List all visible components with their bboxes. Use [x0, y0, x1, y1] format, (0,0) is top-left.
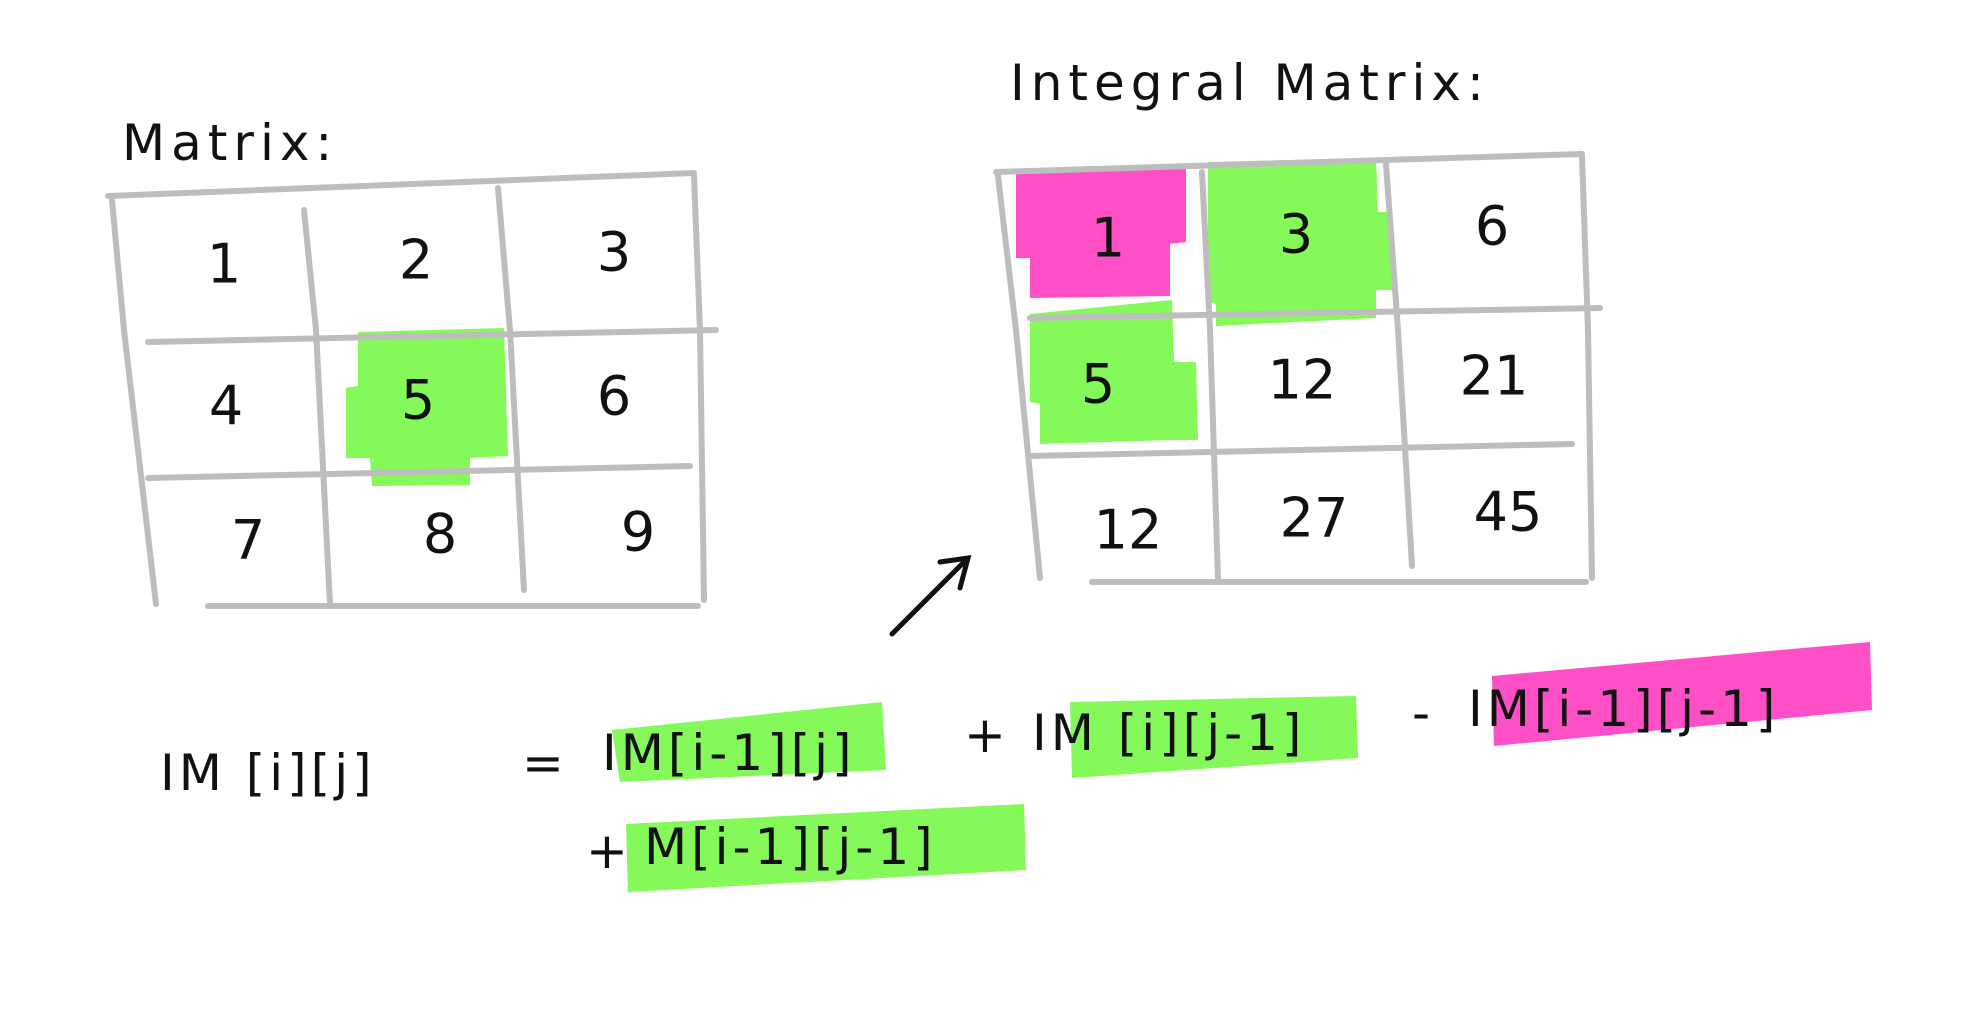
- matrix-cell: 1: [207, 233, 241, 296]
- matrix-grid-line: [145, 463, 693, 481]
- formula-term2: IM [i][j-1]: [1032, 704, 1305, 762]
- matrix-grid: [105, 170, 719, 609]
- integral-cell: 21: [1460, 345, 1529, 408]
- matrix-cell: 9: [621, 501, 655, 564]
- integral-grid-line: [995, 173, 1043, 581]
- matrix-cell: 4: [209, 375, 243, 438]
- integral-cell: 3: [1279, 203, 1313, 266]
- integral-cell: 27: [1280, 487, 1349, 550]
- formula-highlight-green: [1070, 696, 1358, 778]
- integral-cell: 12: [1094, 499, 1163, 562]
- formula-highlight-green: [612, 702, 886, 782]
- integral-grid-line: [1027, 441, 1575, 459]
- formula: IM [i][j] = IM[i-1][j] + IM [i][j-1] - I…: [160, 642, 1872, 892]
- integral-cell: 45: [1474, 481, 1543, 544]
- matrix-grid-line: [691, 173, 707, 603]
- integral-cell: 6: [1475, 195, 1509, 258]
- integral-highlight-green: [1208, 158, 1392, 326]
- formula-minus: -: [1412, 684, 1434, 742]
- integral-grid-line: [993, 151, 1585, 175]
- integral-grid-line: [1027, 305, 1603, 321]
- integral-matrix-title: Integral Matrix:: [1010, 54, 1490, 112]
- matrix-grid-line: [145, 327, 719, 345]
- formula-term3: IM[i-1][j-1]: [1468, 680, 1779, 738]
- matrix-cell: 3: [597, 221, 631, 284]
- matrix-cell: 7: [231, 509, 265, 572]
- matrix-grid-line: [105, 170, 697, 199]
- formula-plus1: +: [964, 706, 1010, 764]
- integral-highlight-pink: [1016, 166, 1186, 298]
- matrix-title: Matrix:: [122, 114, 338, 172]
- integral-grid-line: [1199, 169, 1221, 581]
- integral-cell: 12: [1268, 349, 1337, 412]
- integral-cell: 5: [1081, 353, 1115, 416]
- matrix-grid-line: [495, 185, 527, 593]
- matrix-cells: 1 2 3 4 5 6 7 8 9: [207, 221, 655, 572]
- arrow-icon: [889, 554, 972, 637]
- matrix-grid-line: [301, 207, 333, 607]
- matrix-grid-line: [109, 197, 159, 607]
- integral-cell: 1: [1091, 207, 1125, 270]
- integral-highlight-green: [1030, 300, 1198, 444]
- matrix-cell: 8: [423, 503, 457, 566]
- matrix-highlight-green: [346, 328, 508, 486]
- matrix-cell: 5: [401, 369, 435, 432]
- formula-equals: =: [522, 734, 568, 792]
- formula-lhs: IM [i][j]: [160, 744, 376, 802]
- integral-matrix-grid: [993, 151, 1603, 585]
- integral-matrix-cells: 1 3 6 5 12 21 12 27 45: [1081, 195, 1543, 562]
- matrix-cell: 2: [399, 229, 433, 292]
- integral-grid-line: [1579, 153, 1595, 581]
- formula-highlight-pink: [1492, 642, 1872, 746]
- integral-grid-line: [1383, 161, 1415, 569]
- formula-plus2: +: [586, 822, 632, 880]
- matrix-cell: 6: [597, 365, 631, 428]
- formula-term4: M[i-1][j-1]: [644, 818, 937, 876]
- formula-term1: IM[i-1][j]: [602, 724, 856, 782]
- formula-highlight-green: [626, 804, 1026, 892]
